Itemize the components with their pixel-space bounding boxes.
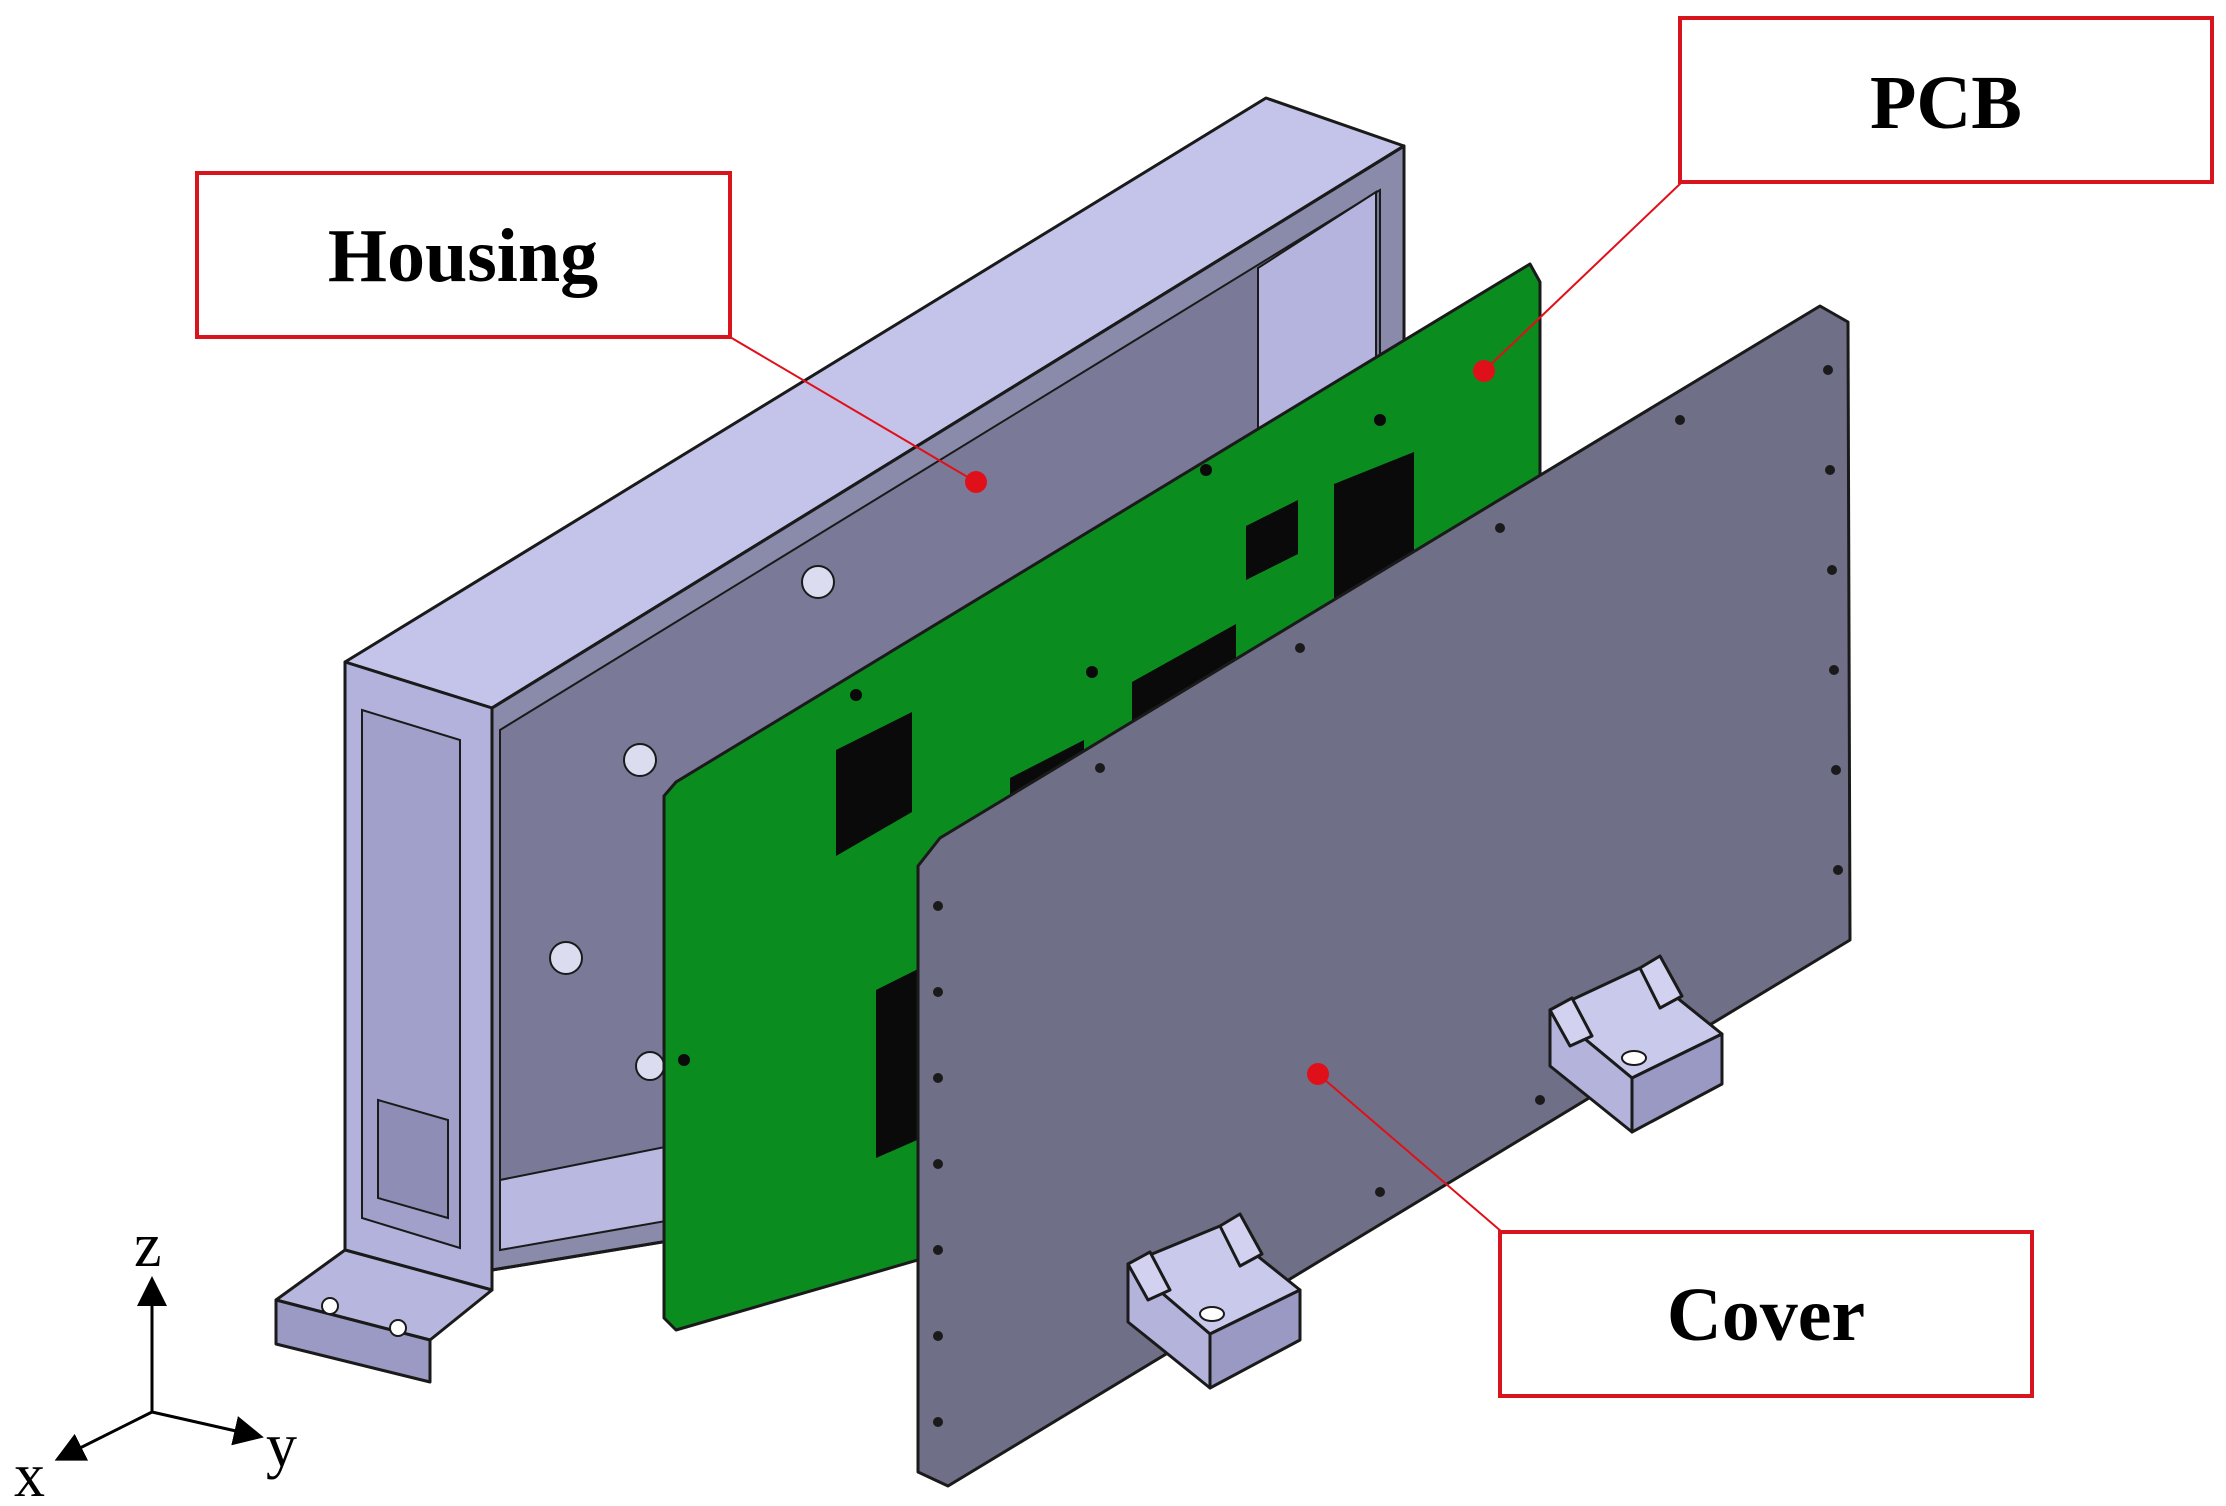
cover-marker-dot xyxy=(1307,1063,1329,1085)
pcb-label: PCB xyxy=(1870,61,2022,145)
callout-cover: Cover xyxy=(1307,1063,2034,1398)
callout-pcb: PCB xyxy=(1473,16,2214,382)
y-axis-arrow xyxy=(151,1410,264,1446)
z-axis-label: z xyxy=(134,1212,162,1280)
housing-marker-dot xyxy=(965,471,987,493)
pcb-label-box xyxy=(1678,16,2214,184)
cover-part xyxy=(916,304,1852,1488)
cover-label: Cover xyxy=(1667,1273,1865,1357)
x-axis-arrow xyxy=(54,1410,153,1461)
cover-bracket-right xyxy=(1548,954,1724,1134)
y-axis-label: y xyxy=(266,1412,297,1480)
callout-housing: Housing xyxy=(195,171,987,493)
axes-triad: z y x xyxy=(14,1212,297,1506)
housing-label: Housing xyxy=(328,214,598,298)
cover-label-box xyxy=(1498,1230,2034,1398)
x-axis-label: x xyxy=(14,1442,45,1506)
cover-bracket-left xyxy=(1126,1212,1302,1390)
housing-label-box xyxy=(195,171,732,339)
pcb-marker-dot xyxy=(1473,360,1495,382)
